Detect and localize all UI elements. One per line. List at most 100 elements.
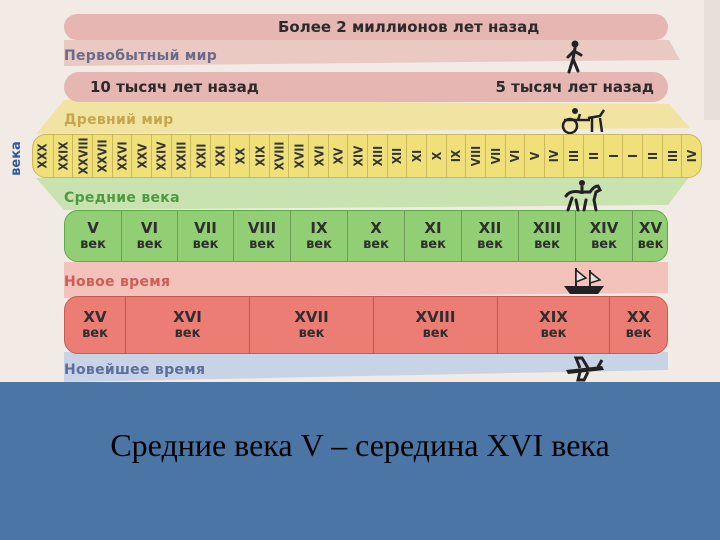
ancient-century-14: XVI [308, 135, 329, 177]
ancient-century-label: IX [449, 149, 464, 163]
primitive-right-text: 5 тысяч лет назад [495, 78, 654, 96]
ancient-century-label: VI [508, 149, 523, 163]
new-century-numeral: XVI [173, 307, 202, 326]
ancient-century-32: III [661, 135, 683, 177]
ancient-century-label: XIX [252, 145, 267, 167]
connector-ancient [36, 176, 690, 210]
connector-new [64, 352, 668, 382]
ancient-century-6: XXIV [150, 135, 172, 177]
era-label-new: Новое время [64, 274, 171, 290]
slide-caption: Средние века V – середина XVI века [110, 427, 610, 463]
side-label-text: века [8, 140, 24, 176]
ancient-century-label: XXIX [56, 141, 71, 171]
horse-rider-icon [564, 180, 603, 212]
connector-primitive [36, 100, 690, 134]
caption-panel: Средние века V – середина XVI века [0, 382, 720, 540]
new-century-word: век [540, 325, 567, 341]
ancient-century-7: XXIII [170, 135, 192, 177]
middle-century-numeral: VI [140, 218, 159, 237]
ancient-century-9: XXI [209, 135, 231, 177]
ancient-century-label: XXIV [154, 141, 169, 171]
era-bar-primitive: 10 тысяч лет назад 5 тысяч лет назад [64, 72, 668, 102]
ancient-century-28: II [583, 135, 604, 177]
ancient-century-label: VIII [469, 145, 484, 167]
era-bar-prehistory: Более 2 миллионов лет назад [64, 14, 668, 40]
ancient-century-4: XXVI [111, 135, 133, 177]
ancient-century-0: XXX [33, 135, 53, 177]
ancient-century-label: XXVI [115, 141, 130, 171]
ancient-century-8: XXII [190, 135, 211, 177]
new-century-word: век [625, 325, 652, 341]
ancient-century-label: XXV [135, 143, 150, 169]
ancient-century-label: XVII [292, 143, 307, 169]
ancient-century-label: XXX [35, 143, 50, 169]
ancient-century-label: XVI [311, 145, 326, 167]
new-century-numeral: XV [83, 307, 107, 326]
middle-century-numeral: X [370, 218, 382, 237]
middle-century-word: век [80, 236, 106, 252]
new-century-numeral: XIX [539, 307, 568, 326]
era-label-newest: Новейшее время [64, 362, 206, 378]
middle-century-numeral: V [87, 218, 99, 237]
middle-century-word: век [637, 236, 664, 252]
middle-century-numeral: XII [478, 218, 502, 237]
ancient-century-24: VI [504, 135, 526, 177]
ancient-century-13: XVII [288, 135, 309, 177]
ancient-century-10: XX [229, 135, 250, 177]
middle-century-word: век [136, 236, 163, 252]
ancient-century-label: IV [547, 149, 562, 163]
ancient-century-label: III [665, 149, 680, 163]
middle-century-word: век [420, 236, 446, 252]
connector-top [64, 40, 680, 66]
ancient-century-22: VIII [465, 135, 486, 177]
ancient-century-23: VII [484, 135, 506, 177]
ancient-century-label: XII [390, 147, 405, 165]
primitive-left-text: 10 тысяч лет назад [90, 78, 259, 96]
ancient-century-21: IX [445, 135, 467, 177]
ancient-century-26: IV [543, 135, 565, 177]
ancient-century-5: XXV [131, 135, 152, 177]
ancient-century-label: XV [331, 147, 346, 165]
sailing-ship-icon [564, 268, 604, 294]
ancient-century-label: I [626, 153, 641, 159]
middle-century-word: век [363, 236, 389, 252]
ancient-century-27: III [563, 135, 584, 177]
middle-century-numeral: IX [310, 218, 328, 237]
side-label-centuries: века [4, 138, 28, 178]
new-century-word: век [82, 325, 108, 341]
new-century-word: век [174, 325, 201, 341]
airplane-icon [566, 356, 604, 382]
ancient-century-label: XXVIII [76, 137, 91, 175]
ancient-century-30: I [622, 135, 643, 177]
ancient-century-33: IV [681, 135, 701, 177]
ancient-century-2: XXVIII [72, 135, 93, 177]
connector-middle [64, 262, 668, 298]
middle-century-word: век [534, 236, 560, 252]
new-century-word: век [298, 325, 325, 341]
ancient-century-16: XIV [347, 135, 368, 177]
ancient-century-label: XXIII [174, 141, 189, 171]
middle-century-word: век [591, 236, 617, 252]
middle-century-numeral: XIII [532, 218, 562, 237]
era-label-middle: Средние века [64, 190, 180, 206]
middle-century-word: век [306, 236, 332, 252]
ancient-century-label: XIII [370, 145, 385, 167]
era-bar-prehistory-text: Более 2 миллионов лет назад [278, 18, 540, 36]
ancient-century-31: II [642, 135, 663, 177]
ancient-century-label: XIV [351, 145, 366, 167]
middle-century-numeral: XI [424, 218, 442, 237]
new-century-numeral: XX [626, 307, 651, 326]
